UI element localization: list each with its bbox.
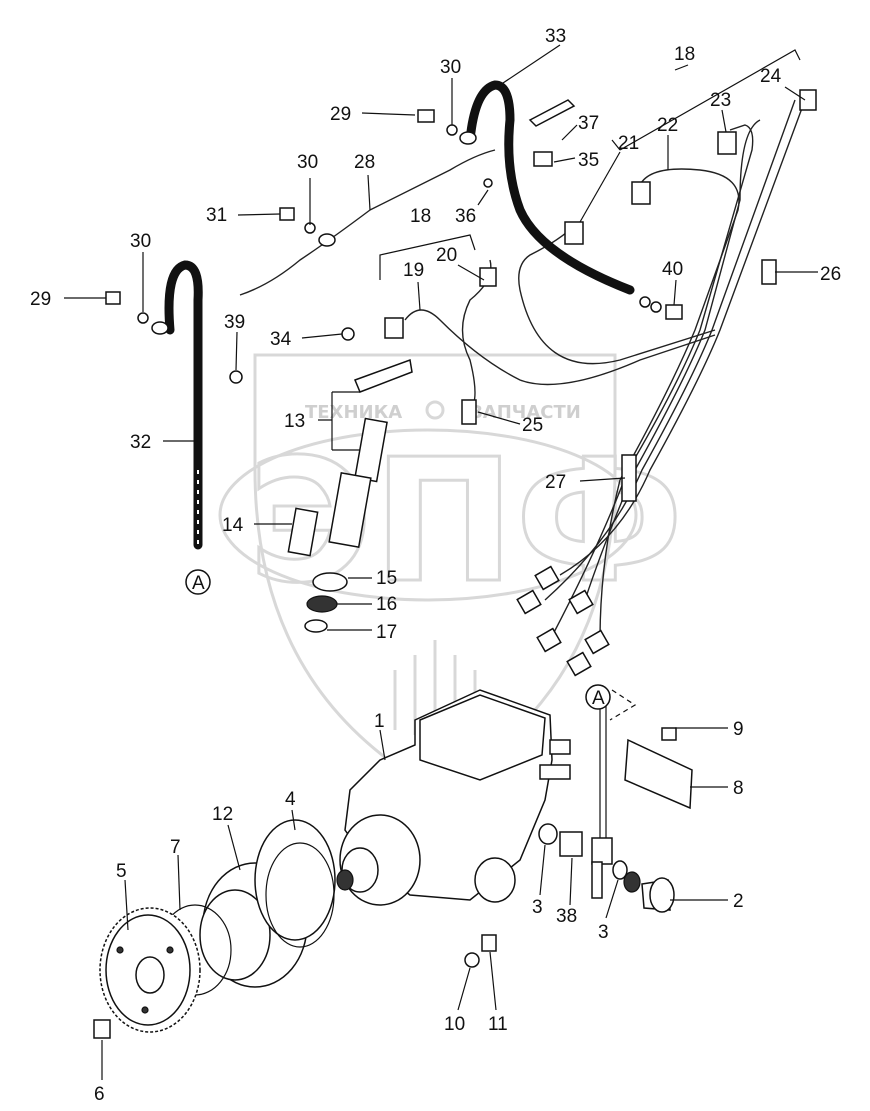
label-31: 31: [206, 205, 227, 226]
label-4: 4: [285, 789, 296, 810]
label-30: 30: [440, 57, 461, 78]
label-5: 5: [116, 861, 127, 882]
label-36: 36: [455, 206, 476, 227]
fuel-pump: [336, 689, 571, 906]
label-33: 33: [545, 26, 566, 47]
part-labels: 33 18 24 30 29 23 37 22 21 35 30 28 31 3…: [30, 26, 841, 1105]
wheat-icon: [393, 640, 477, 740]
label-18: 18: [410, 206, 431, 227]
drive-gear-assembly: [93, 819, 336, 1039]
gear-icon: [425, 400, 445, 420]
label-a: A: [592, 688, 605, 709]
fuel-lines: [164, 80, 806, 641]
label-30: 30: [297, 152, 318, 173]
label-6: 6: [94, 1084, 105, 1105]
label-2: 2: [733, 891, 744, 912]
label-37: 37: [578, 113, 599, 134]
bracket: [624, 727, 693, 810]
label-39: 39: [224, 312, 245, 333]
label-11: 11: [488, 1014, 508, 1035]
ref-circle-a2: [585, 684, 611, 710]
label-38: 38: [556, 906, 577, 927]
label-1: 1: [374, 711, 385, 732]
label-34: 34: [270, 329, 292, 350]
label-30: 30: [130, 231, 151, 252]
pump-fittings: [464, 705, 675, 968]
label-27: 27: [545, 472, 566, 493]
line-nuts: [516, 565, 610, 677]
label-29: 29: [30, 289, 51, 310]
label-17: 17: [376, 622, 397, 643]
label-7: 7: [170, 837, 181, 858]
label-25: 25: [522, 415, 543, 436]
label-26: 26: [820, 264, 841, 285]
label-29: 29: [330, 104, 351, 125]
ref-circle-a1: [185, 569, 211, 595]
label-9: 9: [733, 719, 744, 740]
label-20: 20: [436, 245, 457, 266]
label-18: 18: [674, 44, 695, 65]
label-19: 19: [403, 260, 424, 281]
label-12: 12: [212, 804, 233, 825]
label-22: 22: [657, 115, 678, 136]
fittings: [105, 89, 817, 502]
label-16: 16: [376, 594, 397, 615]
label-35: 35: [578, 150, 599, 171]
label-15: 15: [376, 568, 397, 589]
label-10: 10: [444, 1014, 465, 1035]
label-13: 13: [284, 411, 305, 432]
label-24: 24: [760, 66, 782, 87]
label-23: 23: [710, 90, 731, 111]
leader-lines: [64, 44, 818, 1080]
label-3: 3: [598, 922, 609, 943]
watermark-left-text: ТЕХНИКА: [305, 402, 402, 423]
label-a: A: [192, 573, 205, 594]
label-40: 40: [662, 259, 683, 280]
injector: [287, 358, 413, 633]
label-32: 32: [130, 432, 151, 453]
label-21: 21: [618, 133, 639, 154]
label-3: 3: [532, 897, 543, 918]
label-8: 8: [733, 778, 744, 799]
label-28: 28: [354, 152, 375, 173]
label-14: 14: [222, 515, 244, 536]
